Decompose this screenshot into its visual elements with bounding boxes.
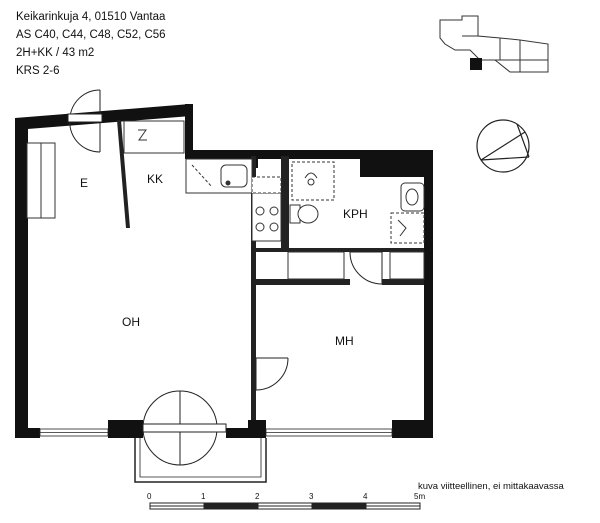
kitchen-counter	[185, 158, 282, 242]
disclaimer-note: kuva viitteellinen, ei mittakaavassa	[418, 481, 564, 492]
interior-walls	[117, 120, 424, 420]
balcony-door	[142, 390, 227, 466]
floors-line: KRS 2-6	[16, 65, 60, 77]
shower-icon	[304, 172, 318, 179]
bathroom-fixtures	[289, 161, 425, 244]
scale-tick-4: 4	[363, 492, 368, 501]
shower-head-icon	[307, 178, 315, 186]
closets	[26, 120, 425, 280]
compass-icon	[476, 119, 530, 173]
scale-tick-1: 1	[201, 492, 206, 501]
exterior-walls	[15, 104, 433, 438]
apartment-units-line: AS C40, C44, C48, C52, C56	[16, 29, 166, 41]
scale-tick-2: 2	[255, 492, 260, 501]
apartment-location-marker	[470, 58, 482, 70]
room-label-bedroom: MH	[335, 334, 354, 348]
address-line: Keikarinkuja 4, 01510 Vantaa	[16, 11, 166, 23]
room-label-kitchen: KK	[147, 172, 163, 186]
doors	[67, 89, 383, 466]
apartment-size-line: 2H+KK / 43 m2	[16, 47, 95, 59]
bathroom-door	[349, 251, 383, 285]
key-plan	[439, 15, 549, 73]
toilet-icon	[297, 204, 319, 224]
scale-tick-0: 0	[147, 492, 152, 501]
scale-bar: 0 1 2 3 4 5m	[147, 492, 425, 510]
windows	[39, 428, 393, 437]
room-label-entrance: E	[80, 176, 88, 190]
bedroom-door	[255, 357, 289, 391]
entrance-door	[67, 89, 103, 153]
scale-tick-3: 3	[309, 492, 314, 501]
room-label-bathroom: KPH	[343, 207, 368, 221]
balcony	[134, 438, 267, 483]
room-label-living: OH	[122, 315, 140, 329]
scale-tick-5: 5m	[414, 492, 425, 501]
